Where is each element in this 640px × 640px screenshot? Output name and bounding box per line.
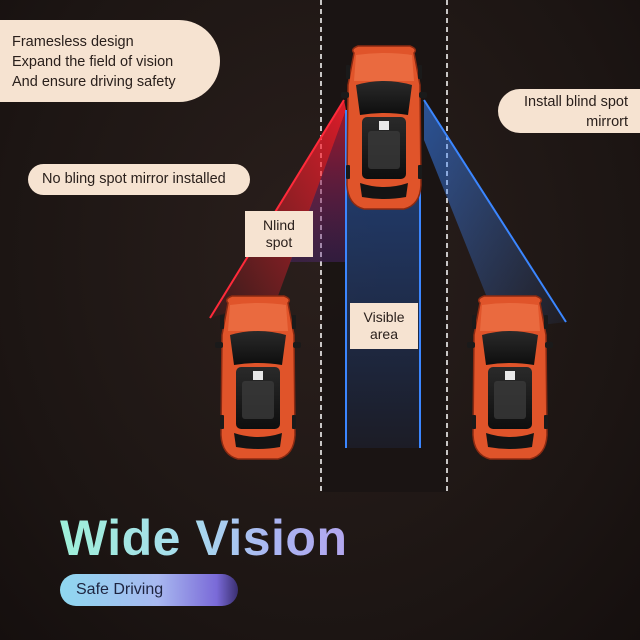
- note-text: No bling spot mirror installed: [42, 171, 226, 187]
- blue-beam: [424, 100, 566, 330]
- car-icon: [214, 295, 302, 460]
- red-beam-edge: [209, 99, 345, 319]
- safe-driving-badge: Safe Driving: [60, 574, 238, 606]
- no-mirror-note: No bling spot mirror installed: [28, 164, 250, 195]
- install-mirror-note: Install blind spot mirrort: [498, 89, 640, 133]
- note-line: mirrort: [586, 114, 628, 130]
- note-line: Expand the field of vision: [12, 54, 174, 70]
- headline: Wide Vision: [60, 510, 348, 566]
- label-line: spot: [265, 234, 293, 250]
- note-line: Install blind spot: [524, 94, 628, 110]
- framesless-note: Framesless design Expand the field of vi…: [0, 20, 220, 102]
- note-line: And ensure driving safety: [12, 74, 176, 90]
- car-icon: [340, 45, 428, 210]
- note-line: Framesless design: [12, 34, 134, 50]
- blind-spot-label: Nlind spot: [245, 211, 313, 257]
- blue-beam-edge: [423, 99, 567, 323]
- visible-area-label: Visible area: [350, 303, 418, 349]
- label-line: Nlind: [263, 217, 295, 233]
- badge-label: Safe Driving: [76, 581, 164, 598]
- label-line: Visible: [363, 309, 405, 325]
- car-icon: [466, 295, 554, 460]
- label-line: area: [369, 326, 399, 342]
